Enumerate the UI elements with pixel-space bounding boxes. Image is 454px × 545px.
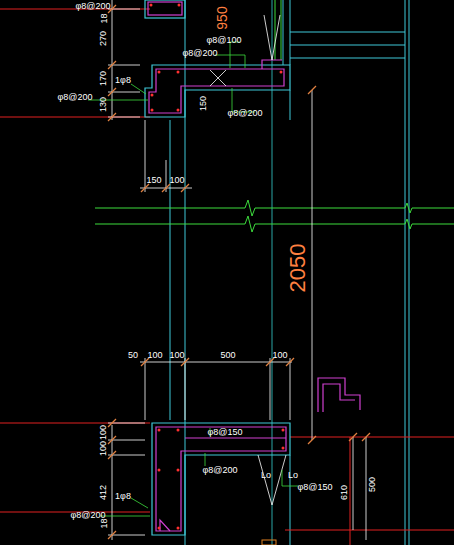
dimension-label: 100 xyxy=(147,351,162,360)
dimension-label: 18 xyxy=(99,13,108,23)
dimension-label: 18 xyxy=(99,518,108,528)
dimension-label: 100 xyxy=(169,351,184,360)
rebar-label: φ8@100 xyxy=(207,36,242,45)
dimension-label: Lo xyxy=(288,471,298,480)
dimension-label: 50 xyxy=(128,351,138,360)
dimension-label: 270 xyxy=(100,30,109,45)
dimension-label: 2050 xyxy=(287,244,309,293)
dimension-label: Lo xyxy=(261,471,271,480)
dimension-label: 412 xyxy=(100,484,109,499)
dimension-label: 610 xyxy=(341,484,350,499)
dimension-label: 1φ8 xyxy=(115,76,131,85)
rebar-label: φ8@200 xyxy=(203,466,238,475)
rebar-label: φ8@200 xyxy=(76,2,111,11)
dimension-label: 100 xyxy=(100,424,109,439)
dimension-label: 170 xyxy=(100,70,109,85)
dimension-label: 500 xyxy=(220,351,235,360)
rebar-label: φ8@150 xyxy=(208,428,243,437)
dimension-label: 130 xyxy=(100,96,109,111)
dimension-label: 1φ8 xyxy=(115,492,131,501)
rebar-label: φ8@200 xyxy=(228,109,263,118)
dimension-label: 150 xyxy=(200,95,209,110)
dimension-label: 950 xyxy=(215,6,229,29)
rebar-label: φ8@200 xyxy=(58,93,93,102)
dimension-label: 100 xyxy=(100,440,109,455)
rebar-label: φ8@150 xyxy=(298,483,333,492)
dimension-label: 150 xyxy=(146,176,161,185)
dimension-label: 100 xyxy=(169,176,184,185)
rebar-label: φ8@200 xyxy=(183,49,218,58)
dimension-label: 100 xyxy=(272,351,287,360)
dimension-label: 500 xyxy=(369,476,378,491)
